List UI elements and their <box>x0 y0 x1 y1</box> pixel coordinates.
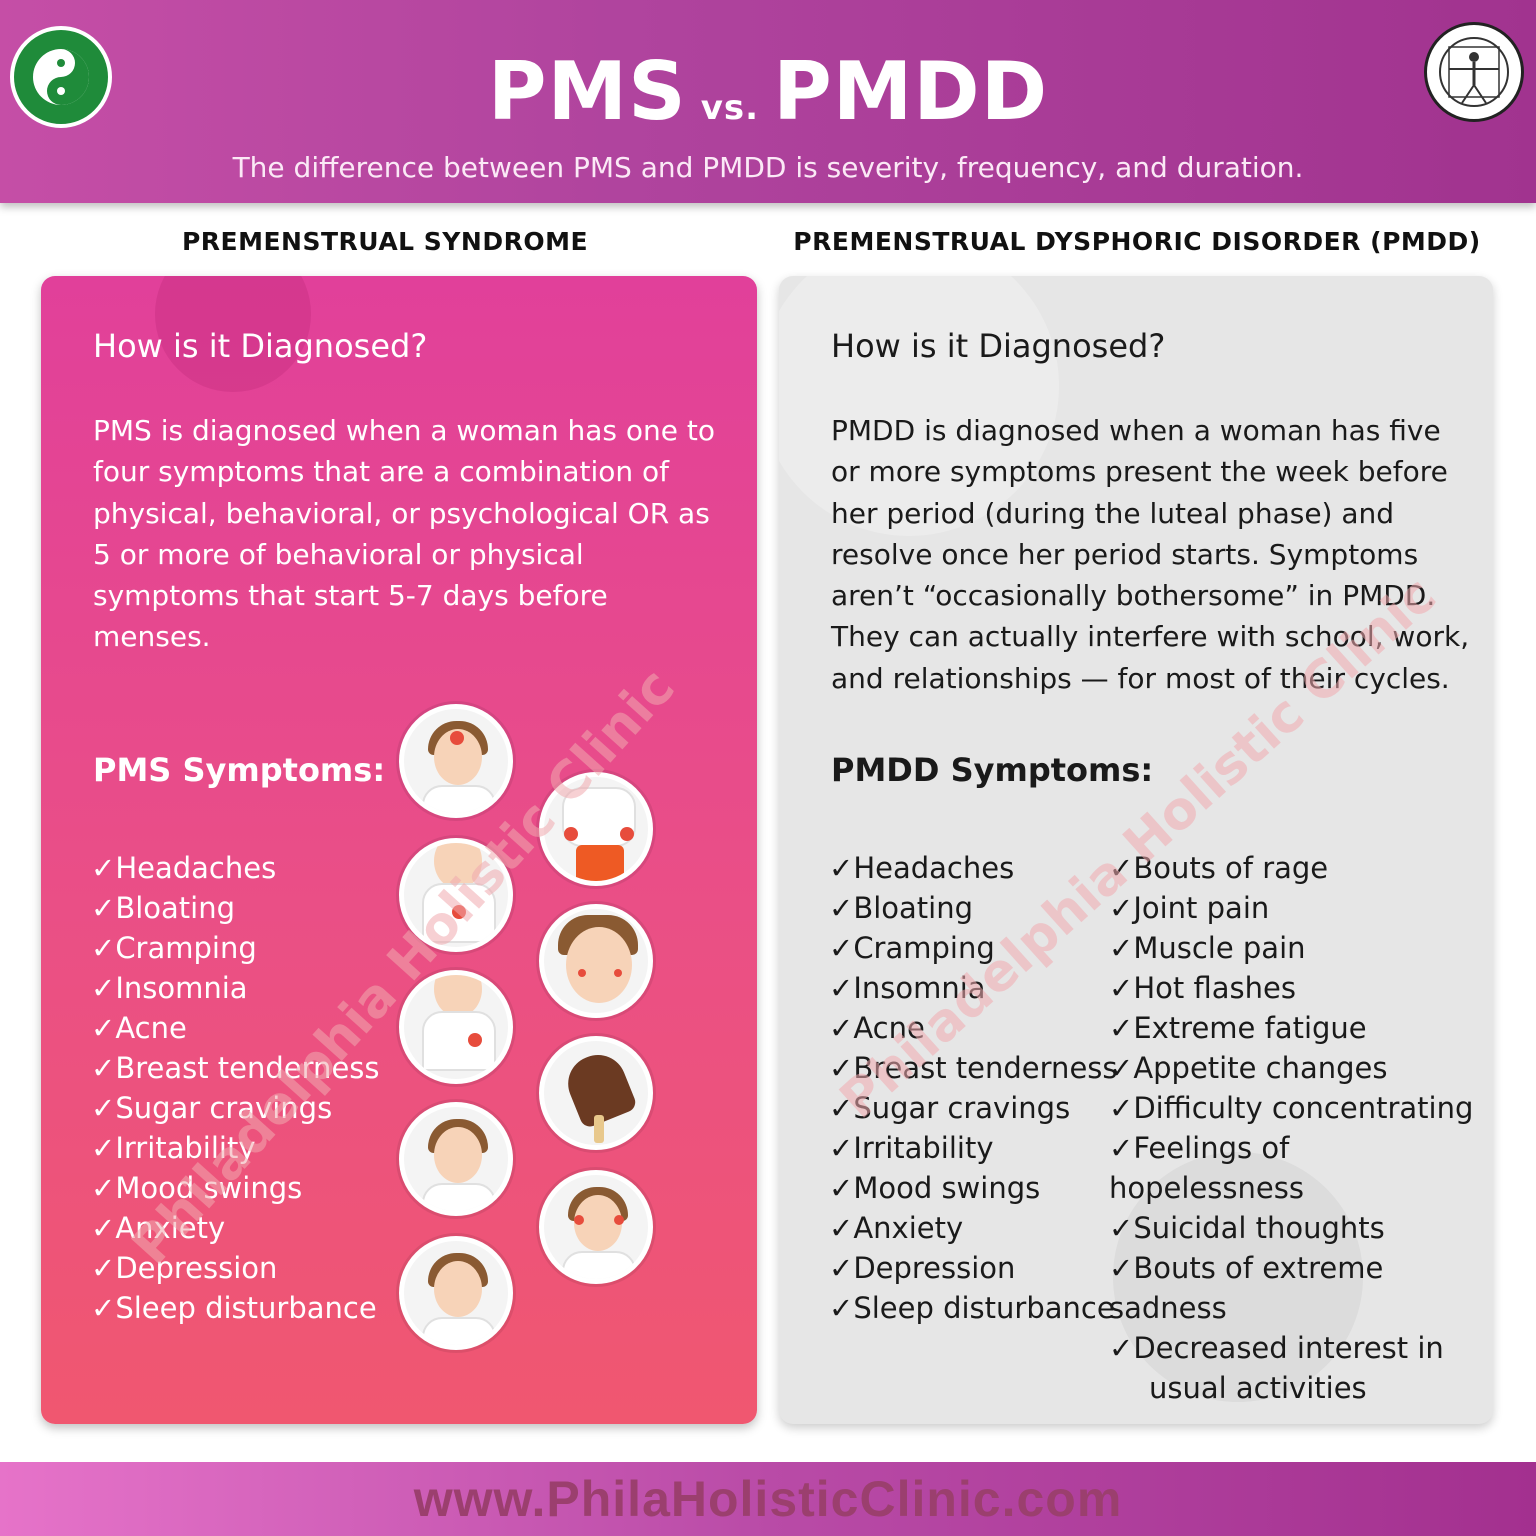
list-item: Breast tenderness <box>91 1048 379 1088</box>
list-item: Decreased interest in <box>1109 1328 1493 1368</box>
footer-banner <box>0 1462 1536 1536</box>
anxiety-illustration-icon <box>539 1170 653 1284</box>
header-banner <box>0 0 1536 203</box>
list-item: Cramping <box>829 928 1118 968</box>
list-item: Anxiety <box>91 1208 380 1248</box>
pmdd-diagnosed-title: How is it Diagnosed? <box>831 327 1166 365</box>
irritability-illustration-icon <box>399 1102 513 1216</box>
acne-illustration-icon <box>539 904 653 1018</box>
list-item: Insomnia <box>829 968 1118 1008</box>
list-item: Bouts of extreme sadness <box>1109 1248 1493 1328</box>
sleep-disturbance-illustration-icon <box>399 1236 513 1350</box>
decorative-circle <box>779 276 1059 536</box>
list-item: Insomnia <box>91 968 380 1008</box>
list-item: Feelings of hopelessness <box>1109 1128 1493 1208</box>
pmdd-symptom-list-1: Headaches Bloating Cramping Insomnia Acn… <box>829 848 1118 1328</box>
list-item: Muscle pain <box>1109 928 1493 968</box>
title-pmdd: PMDD <box>773 45 1049 138</box>
list-item: Headaches <box>829 848 1118 888</box>
ice-cream-icon <box>539 1036 653 1150</box>
website-link[interactable]: www.PhilaHolisticClinic.com <box>413 1471 1123 1527</box>
page-subtitle: The difference between PMS and PMDD is s… <box>232 151 1304 184</box>
pms-column-heading: PREMENSTRUAL SYNDROME <box>181 227 589 256</box>
list-item: Mood swings <box>829 1168 1118 1208</box>
bloating-illustration-icon <box>539 772 653 886</box>
list-item: Bloating <box>829 888 1118 928</box>
title-vs: vs. <box>700 88 760 128</box>
list-item: Hot flashes <box>1109 968 1493 1008</box>
list-item: Irritability <box>829 1128 1118 1168</box>
headache-illustration-icon <box>399 704 513 818</box>
pmdd-card: How is it Diagnosed? PMDD is diagnosed w… <box>779 276 1493 1424</box>
pms-card: How is it Diagnosed? PMS is diagnosed wh… <box>41 276 757 1424</box>
list-item: Depression <box>91 1248 380 1288</box>
list-item: Extreme fatigue <box>1109 1008 1493 1048</box>
list-item: Sleep disturbance <box>91 1288 380 1328</box>
list-item: Anxiety <box>829 1208 1118 1248</box>
pmdd-symptom-list-2: Bouts of rage Joint pain Muscle pain Hot… <box>1109 848 1493 1408</box>
list-item: Bouts of rage <box>1109 848 1493 888</box>
pms-diagnosed-title: How is it Diagnosed? <box>93 327 428 365</box>
pmdd-column-heading: PREMENSTRUAL DYSPHORIC DISORDER (PMDD) <box>793 227 1481 256</box>
list-item: Bloating <box>91 888 380 928</box>
list-item: Depression <box>829 1248 1118 1288</box>
pmdd-symptoms-title: PMDD Symptoms: <box>831 751 1154 789</box>
list-item: Appetite changes <box>1109 1048 1493 1088</box>
yin-yang-icon <box>33 49 89 105</box>
pms-symptom-list: Headaches Bloating Cramping Insomnia Acn… <box>91 848 380 1328</box>
clinic-logo-icon <box>10 26 112 128</box>
list-item: Headaches <box>91 848 380 888</box>
title-pms: PMS <box>487 45 687 138</box>
list-item: Difficulty concentrating <box>1109 1088 1493 1128</box>
list-item: Sugar cravings <box>91 1088 380 1128</box>
list-item: Sleep disturbance <box>829 1288 1118 1328</box>
cramping-illustration-icon <box>399 838 513 952</box>
vitruvian-man-icon <box>1424 22 1524 122</box>
pms-diagnosed-text: PMS is diagnosed when a woman has one to… <box>93 414 716 654</box>
page-title: PMS vs. PMDD <box>0 42 1536 158</box>
pmdd-diagnosed-text: PMDD is diagnosed when a woman has five … <box>831 414 1470 695</box>
list-item: Joint pain <box>1109 888 1493 928</box>
list-item: Acne <box>91 1008 380 1048</box>
list-item: Irritability <box>91 1128 380 1168</box>
list-item: Mood swings <box>91 1168 380 1208</box>
list-item: Breast tenderness <box>829 1048 1117 1088</box>
breast-tenderness-illustration-icon <box>399 970 513 1084</box>
list-item: Suicidal thoughts <box>1109 1208 1493 1248</box>
list-item-continuation: usual activities <box>1149 1371 1367 1405</box>
list-item: Cramping <box>91 928 380 968</box>
list-item: Acne <box>829 1008 1118 1048</box>
list-item: Sugar cravings <box>829 1088 1118 1128</box>
pms-symptoms-title: PMS Symptoms: <box>93 751 386 789</box>
